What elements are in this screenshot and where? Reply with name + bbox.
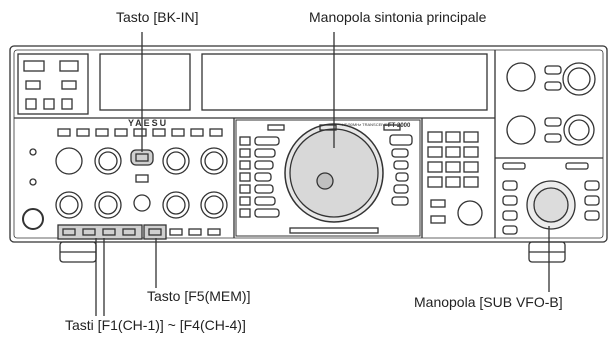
knob-row2-3	[134, 195, 150, 211]
knob-row1-2-inner	[99, 152, 117, 170]
keypad-key	[464, 162, 478, 172]
dial-left-button	[240, 185, 250, 193]
knob-row2-4-inner	[167, 196, 185, 214]
sub-vfo-button	[503, 163, 525, 169]
button-row-1	[77, 129, 89, 136]
sub-vfo-button	[585, 196, 599, 205]
top-left-button	[60, 61, 78, 71]
button-row-1	[96, 129, 108, 136]
brand-logo: YAESU	[128, 118, 168, 128]
keypad-key	[464, 132, 478, 142]
small-button	[136, 175, 148, 182]
keypad-key	[446, 132, 460, 142]
sub-vfo-button	[566, 163, 588, 169]
knob-row1-4-inner	[167, 152, 185, 170]
knob-row2-5-inner	[205, 196, 223, 214]
dial-top-mark	[268, 125, 284, 130]
dial-right-button	[394, 185, 408, 193]
knob-side-button	[545, 82, 561, 90]
keypad-key	[446, 177, 460, 187]
indicator-dot	[30, 149, 36, 155]
knob-mid-right	[507, 116, 535, 144]
f-key-highlight	[58, 225, 142, 239]
sub-vfo-button	[503, 196, 517, 205]
top-left-button	[62, 99, 72, 109]
keypad-key	[428, 177, 442, 187]
f5-key-highlight	[144, 225, 166, 239]
knob-side-button	[545, 66, 561, 74]
dial-left-button	[240, 173, 250, 181]
sub-vfo-button	[585, 211, 599, 220]
model-label: FT-2000	[388, 123, 411, 129]
button-row-1	[153, 129, 165, 136]
top-left-button	[26, 99, 36, 109]
display-main	[202, 54, 487, 110]
sub-vfo-button	[585, 181, 599, 190]
dial-right-button	[392, 149, 408, 157]
button-row-1	[58, 129, 70, 136]
sub-vfo-button	[503, 211, 517, 220]
button-row-1	[210, 129, 222, 136]
dial-left-button	[255, 161, 273, 169]
knob-top-right-inner	[568, 68, 590, 90]
dial-left-button	[255, 197, 275, 205]
dial-top-button	[390, 135, 412, 145]
clar-knob	[458, 201, 482, 225]
knob-side-button	[545, 134, 561, 142]
button-row-1	[134, 129, 146, 136]
dial-bottom-bar	[290, 228, 378, 233]
knob-mid-right-inner	[569, 120, 589, 140]
top-left-button	[26, 81, 40, 89]
dial-left-button	[255, 137, 279, 145]
knob-side-button	[545, 118, 561, 126]
radio-subtitle: HF/50MHz TRANSCEIVER	[342, 122, 391, 127]
sub-vfo-button	[503, 226, 517, 234]
function-key	[170, 229, 182, 235]
top-left-button	[44, 99, 54, 109]
keypad-side-button	[431, 216, 445, 223]
dial-left-button	[240, 161, 250, 169]
headphone-jack	[23, 209, 43, 229]
keypad-key	[446, 147, 460, 157]
dial-right-button	[394, 161, 408, 169]
knob-top-right	[507, 63, 535, 91]
dial-left-button	[255, 209, 279, 217]
dial-left-button	[255, 149, 275, 157]
bkin-button-highlight	[131, 150, 153, 165]
keypad-side-button	[431, 200, 445, 207]
top-left-button	[62, 81, 76, 89]
sub-vfo-knob	[534, 188, 568, 222]
sub-vfo-button	[503, 181, 517, 190]
function-key	[208, 229, 220, 235]
knob-row1-1	[56, 148, 82, 174]
keypad-key	[446, 162, 460, 172]
indicator-dot	[30, 179, 36, 185]
knob-row2-1-inner	[60, 196, 78, 214]
dial-left-button	[255, 173, 271, 181]
keypad-key	[464, 177, 478, 187]
top-left-button	[24, 61, 44, 71]
button-row-1	[115, 129, 127, 136]
dial-right-button	[396, 173, 408, 181]
display-left	[100, 54, 190, 110]
dial-left-button	[240, 209, 250, 217]
keypad-key	[428, 162, 442, 172]
main-dial-finger	[317, 173, 333, 189]
button-row-1	[172, 129, 184, 136]
dial-left-button	[240, 197, 250, 205]
keypad-key	[428, 147, 442, 157]
dial-left-button	[240, 149, 250, 157]
knob-row2-2-inner	[99, 196, 117, 214]
keypad-key	[428, 132, 442, 142]
button-row-1	[191, 129, 203, 136]
dial-left-button	[255, 185, 273, 193]
keypad-key	[464, 147, 478, 157]
dial-right-button	[392, 197, 408, 205]
function-key	[189, 229, 201, 235]
dial-left-button	[240, 137, 250, 145]
knob-row1-5-inner	[205, 152, 223, 170]
